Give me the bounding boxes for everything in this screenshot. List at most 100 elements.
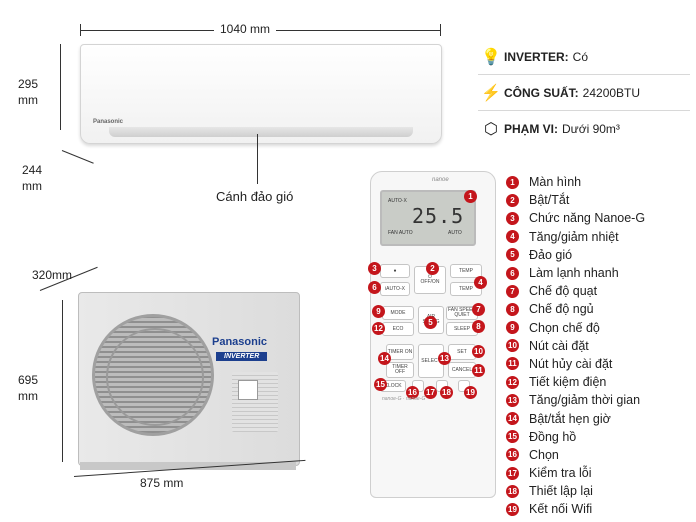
- legend-item: 11 Nút hủy cài đặt: [506, 355, 645, 373]
- legend-marker: 8: [506, 302, 519, 316]
- outdoor-width-label: 875 mm: [136, 476, 188, 490]
- legend-text: Nút hủy cài đặt: [529, 356, 613, 371]
- legend-text: Bật/Tắt: [529, 193, 570, 208]
- remote-marker-12: 12: [372, 322, 385, 335]
- legend-text: Chọn: [529, 447, 559, 462]
- legend-text: Đồng hồ: [529, 429, 577, 444]
- remote-marker-13: 13: [438, 352, 451, 365]
- lcd-auto: AUTO: [448, 230, 462, 236]
- remote-marker-4: 4: [474, 276, 487, 289]
- remote-marker-18: 18: [440, 386, 453, 399]
- fanspeed-button[interactable]: FAN SPEED QUIET: [446, 306, 478, 320]
- remote-marker-17: 17: [424, 386, 437, 399]
- legend-item: 10 Nút cài đặt: [506, 337, 645, 355]
- indoor-brand: Panasonic: [93, 119, 124, 125]
- autox-button[interactable]: iAUTO-X: [380, 282, 410, 296]
- legend-text: Tăng/giảm thời gian: [529, 393, 641, 408]
- remote-lcd-screen: AUTO·X 25.5 FAN AUTO AUTO: [380, 190, 476, 246]
- indoor-height-label: 295 mm: [18, 76, 38, 108]
- legend-text: Nút cài đặt: [529, 338, 589, 353]
- spec-inverter-value: Có: [572, 50, 589, 64]
- eco-button[interactable]: ECO: [382, 322, 414, 336]
- nanoe-button[interactable]: ●: [380, 264, 410, 278]
- power-icon: ⚡: [481, 85, 501, 102]
- temp-up-button[interactable]: TEMP: [450, 264, 482, 278]
- lcd-fan: FAN AUTO: [388, 230, 413, 236]
- remote-bottom-logos: nanoe-G · nanoe-G: [382, 396, 426, 402]
- spec-inverter: 💡 INVERTER: Có: [478, 40, 690, 75]
- indoor-depth-dimension-line: [61, 150, 94, 164]
- outdoor-energy-label: [238, 380, 258, 400]
- outdoor-height-label: 695 mm: [18, 372, 38, 404]
- outdoor-fan-ring: [106, 328, 204, 426]
- spec-capacity-value: 24200BTU: [582, 86, 641, 100]
- indoor-height-value: 295: [18, 77, 39, 91]
- legend-item: 16 Chọn: [506, 446, 645, 464]
- spec-capacity: ⚡ CÔNG SUẤT: 24200BTU: [478, 76, 690, 111]
- lcd-temperature: 25.5: [412, 204, 465, 228]
- box-icon: ⬡: [484, 121, 498, 138]
- legend-marker: 7: [506, 284, 519, 298]
- remote-marker-5: 5: [424, 316, 437, 329]
- legend-marker: 18: [506, 484, 519, 498]
- legend-marker: 16: [506, 448, 519, 462]
- indoor-depth-unit: mm: [22, 179, 42, 193]
- outdoor-depth-label: 320mm: [32, 268, 73, 282]
- legend-item: 3 Chức năng Nanoe-G: [506, 209, 645, 227]
- legend-item: 2 Bật/Tắt: [506, 191, 645, 209]
- indoor-width-tick-left: [80, 24, 81, 36]
- louver: [109, 127, 413, 137]
- remote-marker-3: 3: [368, 262, 381, 275]
- legend-text: Chọn chế độ: [529, 320, 600, 335]
- indoor-unit-image: Panasonic: [80, 44, 442, 144]
- legend-marker: 15: [506, 430, 519, 444]
- legend-item: 15 Đồng hồ: [506, 428, 645, 446]
- legend-marker: 1: [506, 175, 519, 189]
- louver-label: Cánh đảo gió: [216, 189, 294, 204]
- bulb-icon: 💡: [481, 49, 501, 66]
- outdoor-height-unit: mm: [18, 389, 38, 403]
- select-button[interactable]: SELECT: [418, 344, 444, 378]
- legend-marker: 3: [506, 211, 519, 225]
- remote-marker-7: 7: [472, 303, 485, 316]
- legend-marker: 17: [506, 466, 519, 480]
- legend-marker: 4: [506, 230, 519, 244]
- remote-marker-19: 19: [464, 386, 477, 399]
- indoor-depth-value: 244: [22, 163, 43, 177]
- remote-marker-11: 11: [472, 364, 485, 377]
- remote-marker-1: 1: [464, 190, 477, 203]
- spec-inverter-label: INVERTER:: [504, 50, 569, 64]
- remote-marker-10: 10: [472, 345, 485, 358]
- indoor-height-dimension-line: [60, 44, 61, 130]
- legend-marker: 11: [506, 357, 519, 371]
- legend-item: 7 Chế độ quạt: [506, 282, 645, 300]
- mode-button[interactable]: MODE: [382, 306, 414, 320]
- lcd-mode: AUTO·X: [388, 198, 407, 204]
- legend-text: Kiểm tra lỗi: [529, 466, 592, 481]
- legend-text: Chức năng Nanoe-G: [529, 211, 646, 226]
- indoor-width-label: 1040 mm: [214, 22, 277, 36]
- spec-range-value: Dưới 90m³: [562, 122, 620, 136]
- legend-item: 17 Kiểm tra lỗi: [506, 464, 645, 482]
- remote-marker-16: 16: [406, 386, 419, 399]
- legend-marker: 2: [506, 193, 519, 207]
- legend-marker: 6: [506, 266, 519, 280]
- legend-text: Đảo gió: [529, 247, 573, 262]
- timer-off-button[interactable]: TIMER OFF: [386, 362, 414, 378]
- legend-text: Tăng/giảm nhiệt: [529, 229, 619, 244]
- remote-marker-15: 15: [374, 378, 387, 391]
- spec-range-label: PHẠM VI:: [504, 122, 558, 136]
- legend-marker: 12: [506, 375, 519, 389]
- legend-marker: 14: [506, 412, 519, 426]
- legend-marker: 10: [506, 339, 519, 353]
- legend-text: Chế độ quạt: [529, 284, 598, 299]
